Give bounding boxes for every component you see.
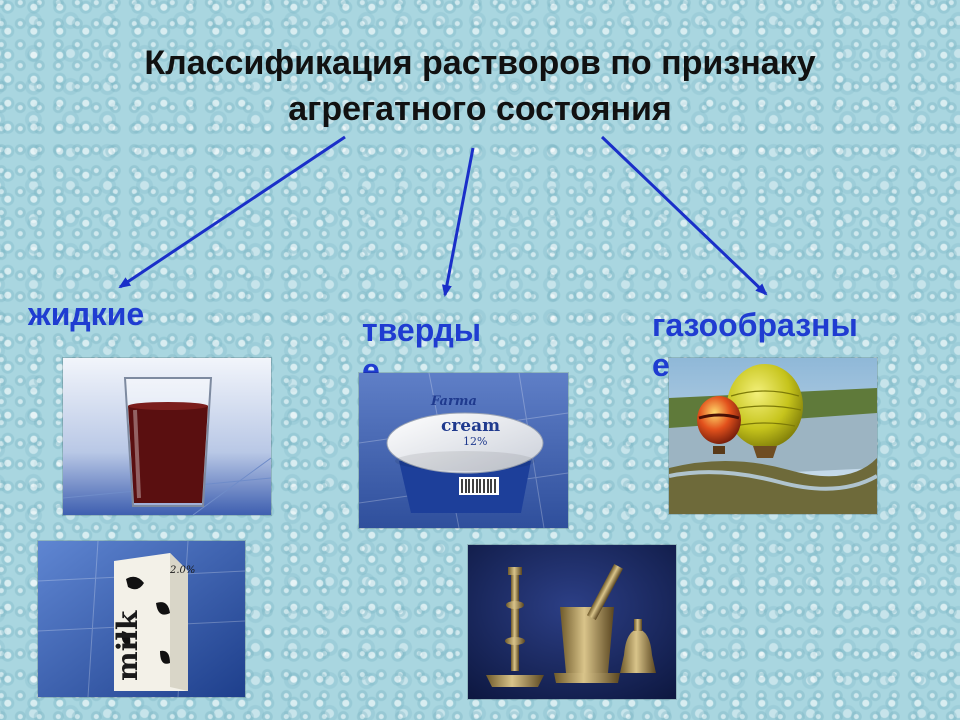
arrow-to-liquid: [118, 135, 346, 289]
arrow-to-solid: [441, 147, 475, 297]
label-gas: газообразны е: [652, 305, 858, 385]
cream-fat: 12%: [463, 435, 487, 448]
metal-objects-photo: [468, 545, 676, 699]
label-gas-line2: е: [652, 347, 670, 383]
cream-cup-photo: Farma cream 12%: [359, 373, 568, 528]
cream-brand: Farma: [430, 394, 477, 409]
diagram-title: Классификация растворов по признаку агре…: [0, 40, 960, 132]
cream-word: cream: [441, 416, 500, 436]
milk-word: milk: [111, 610, 144, 681]
label-gas-line1: газообразны: [652, 307, 858, 343]
milk-fat: 2.0%: [169, 565, 195, 576]
glass-of-liquid-photo: [63, 358, 271, 515]
title-line-2: агрегатного состояния: [288, 90, 672, 128]
title-line-1: Классификация растворов по признаку: [144, 44, 816, 82]
milk-carton-photo: milk 2.0%: [38, 541, 245, 697]
label-liquid: жидкие: [28, 296, 145, 332]
label-solid-line1: тверды: [362, 312, 482, 348]
arrow-to-gas: [600, 135, 768, 296]
hot-air-balloons-photo: [669, 358, 877, 514]
